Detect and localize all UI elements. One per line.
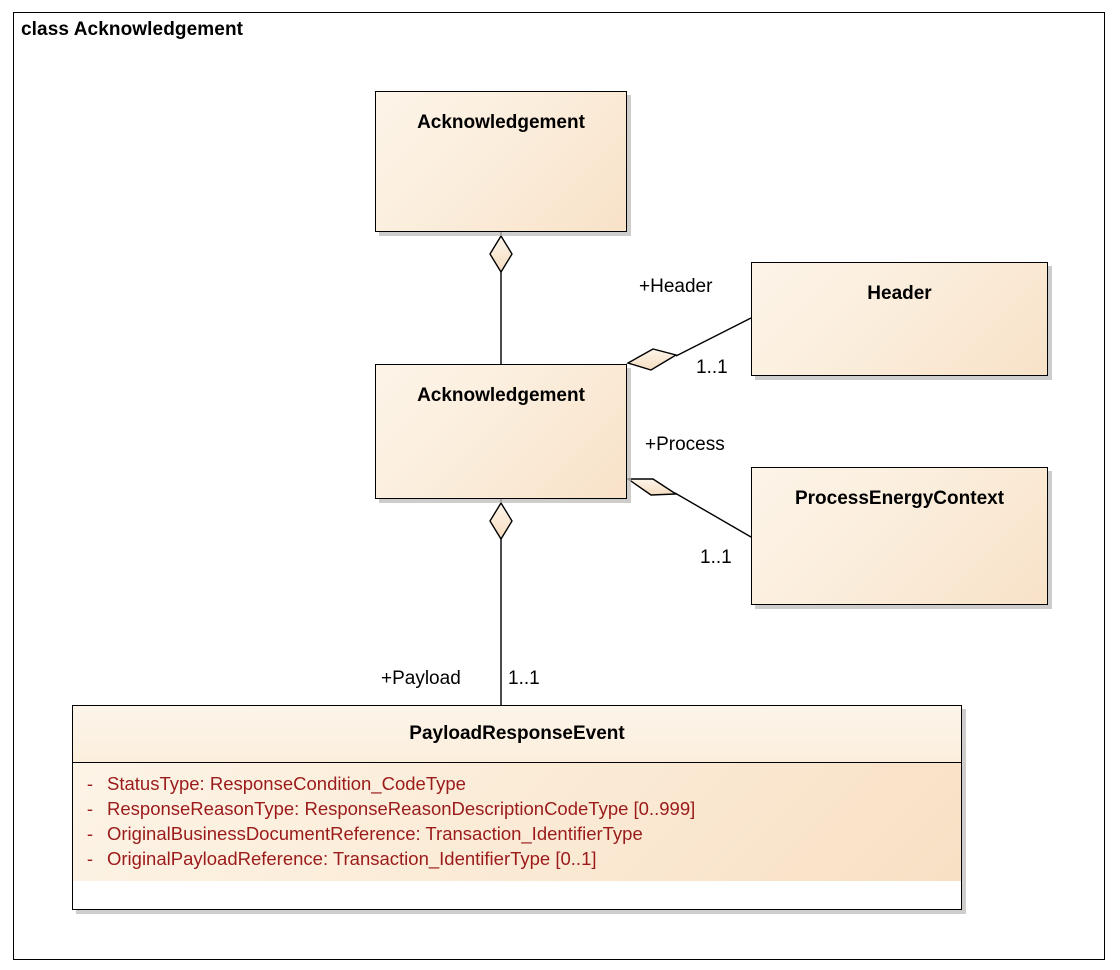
edge-label-header-multiplicity: 1..1 xyxy=(696,357,728,378)
class-acknowledgement-mid[interactable]: Acknowledgement xyxy=(375,364,627,499)
attribute-row: - OriginalPayloadReference: Transaction_… xyxy=(73,846,961,871)
class-title: Header xyxy=(867,283,932,304)
class-header-compartment: PayloadResponseEvent xyxy=(73,706,961,763)
edge-label-process-multiplicity: 1..1 xyxy=(700,547,732,568)
class-title: Acknowledgement xyxy=(417,385,585,406)
attribute-row: - OriginalBusinessDocumentReference: Tra… xyxy=(73,821,961,846)
class-title: ProcessEnergyContext xyxy=(794,488,1005,509)
diagram-frame xyxy=(13,12,1105,960)
attribute-signature: OriginalBusinessDocumentReference: Trans… xyxy=(107,823,643,844)
edge-label-header-role: +Header xyxy=(639,276,713,297)
class-title: PayloadResponseEvent xyxy=(409,723,625,744)
attribute-signature: StatusType: ResponseCondition_CodeType xyxy=(107,773,466,794)
attribute-visibility: - xyxy=(86,848,94,869)
edge-label-payload-role: +Payload xyxy=(381,668,461,689)
attribute-visibility: - xyxy=(86,773,94,794)
class-attributes-compartment: - StatusType: ResponseCondition_CodeType… xyxy=(73,763,961,881)
class-process-energy-context[interactable]: ProcessEnergyContext xyxy=(751,467,1048,605)
diagram-frame-title: class Acknowledgement xyxy=(21,19,244,40)
class-acknowledgement-top[interactable]: Acknowledgement xyxy=(375,91,627,232)
edge-label-payload-multiplicity: 1..1 xyxy=(508,668,540,689)
class-header[interactable]: Header xyxy=(751,262,1048,376)
attribute-signature: OriginalPayloadReference: Transaction_Id… xyxy=(107,848,597,869)
attribute-row: - ResponseReasonType: ResponseReasonDesc… xyxy=(73,796,961,821)
attribute-visibility: - xyxy=(86,798,94,819)
diagram-frame-tab xyxy=(13,12,357,49)
attribute-signature: ResponseReasonType: ResponseReasonDescri… xyxy=(107,798,696,819)
class-payload-response-event[interactable]: PayloadResponseEvent - StatusType: Respo… xyxy=(72,705,962,910)
class-title: Acknowledgement xyxy=(417,112,585,133)
attribute-row: - StatusType: ResponseCondition_CodeType xyxy=(73,771,961,796)
attribute-visibility: - xyxy=(86,823,94,844)
edge-label-process-role: +Process xyxy=(645,434,725,455)
